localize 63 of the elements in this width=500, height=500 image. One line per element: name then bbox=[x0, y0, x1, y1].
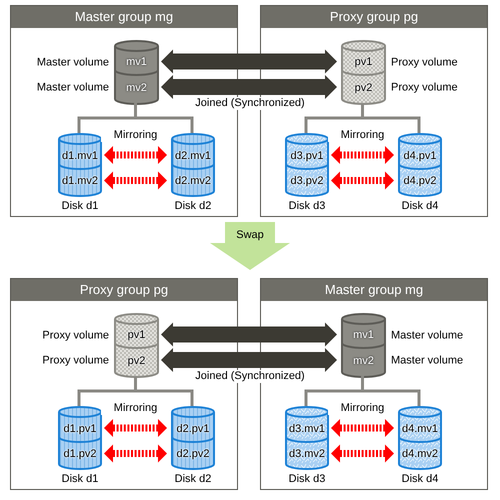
slice-name: d4.mv2 bbox=[402, 448, 438, 461]
group-title-bar: Master group mg bbox=[261, 279, 487, 301]
slice-name: d1.mv1 bbox=[62, 150, 98, 162]
group-title-bar: Master group mg bbox=[11, 6, 237, 28]
join-arrow bbox=[161, 348, 337, 372]
volume-name: mv2 bbox=[126, 82, 147, 94]
group-title-bar: Proxy group pg bbox=[11, 279, 237, 301]
volume-role-label: Master volume bbox=[36, 56, 109, 69]
slice-name: d2.mv2 bbox=[174, 175, 212, 188]
disk-caption: Disk d1 bbox=[62, 200, 98, 213]
group-title-bar: Proxy group pg bbox=[261, 6, 487, 28]
mirroring-arrow bbox=[104, 444, 167, 462]
volume-role-label: Master volume bbox=[391, 354, 464, 368]
connector-line bbox=[134, 103, 194, 133]
slice-name: d3.mv2 bbox=[288, 448, 326, 461]
connector-line bbox=[361, 103, 420, 133]
disk-caption: Disk d1 bbox=[62, 473, 98, 486]
slice-name: d3.mv1 bbox=[288, 422, 326, 436]
mirroring-arrow bbox=[331, 444, 394, 462]
volume-role-label: Proxy volume bbox=[391, 82, 458, 94]
slice-name: d3.pv2 bbox=[290, 175, 324, 188]
volume-name: mv2 bbox=[353, 354, 374, 368]
volume-role-label: Proxy volume bbox=[42, 354, 109, 368]
slice-name: d4.pv2 bbox=[403, 175, 437, 188]
volume-role-label: Master volume bbox=[36, 82, 109, 94]
join-arrow bbox=[161, 322, 337, 346]
slice-name: d2.pv2 bbox=[176, 448, 210, 461]
volume-role-label: Master volume bbox=[391, 329, 464, 342]
slice-name: d2.pv1 bbox=[176, 422, 210, 436]
slice-name: d2.mv1 bbox=[174, 150, 212, 162]
slice-name: d4.pv1 bbox=[403, 150, 437, 162]
mirroring-arrow bbox=[331, 172, 394, 190]
join-arrow bbox=[161, 50, 337, 74]
connector-line bbox=[134, 376, 194, 406]
volume-name: pv2 bbox=[128, 354, 146, 368]
sync-label: Joined (Synchronized) bbox=[195, 97, 305, 110]
slice-name: d1.mv2 bbox=[62, 175, 98, 188]
disk-caption: Disk d2 bbox=[174, 473, 212, 486]
slice-name: d1.pv1 bbox=[63, 422, 97, 436]
volume-name: pv2 bbox=[354, 82, 372, 94]
swap-label: Swap bbox=[235, 229, 265, 242]
connector-line bbox=[361, 376, 420, 406]
volume-name: pv1 bbox=[354, 56, 372, 69]
volume-role-label: Proxy volume bbox=[391, 56, 458, 69]
disk-caption: Disk d3 bbox=[288, 473, 326, 486]
sync-label: Joined (Synchronized) bbox=[195, 370, 305, 383]
slice-name: d4.mv1 bbox=[402, 422, 438, 436]
mirroring-arrow bbox=[331, 419, 394, 437]
disk-caption: Disk d2 bbox=[174, 200, 212, 213]
disk-caption: Disk d4 bbox=[402, 473, 438, 486]
disk-caption: Disk d4 bbox=[402, 200, 438, 213]
mirroring-arrow bbox=[104, 146, 167, 164]
volume-role-label: Proxy volume bbox=[42, 329, 109, 342]
join-arrow bbox=[161, 75, 337, 99]
volume-name: mv1 bbox=[353, 329, 374, 342]
mirroring-arrow bbox=[104, 419, 167, 437]
mirroring-arrow bbox=[104, 172, 167, 190]
volume-name: pv1 bbox=[128, 329, 146, 342]
disk-caption: Disk d3 bbox=[288, 200, 326, 213]
slice-name: d3.pv1 bbox=[290, 150, 324, 162]
slice-name: d1.pv2 bbox=[63, 448, 97, 461]
mirroring-arrow bbox=[331, 146, 394, 164]
volume-name: mv1 bbox=[126, 56, 147, 69]
